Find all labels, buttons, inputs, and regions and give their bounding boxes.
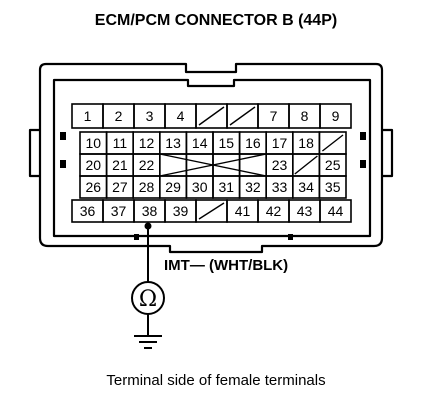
diagram-caption: Terminal side of female terminals [106, 372, 326, 389]
lock-tab [360, 132, 366, 140]
pin-label-30: 30 [192, 179, 208, 195]
pin-label-33: 33 [272, 179, 288, 195]
pin-label-39: 39 [173, 203, 189, 219]
pin-label-31: 31 [219, 179, 235, 195]
pin-label-32: 32 [245, 179, 261, 195]
unused-cavity-mark [159, 153, 267, 177]
pin-label-37: 37 [111, 203, 127, 219]
ohm-symbol: Ω [139, 287, 157, 312]
pin-label-11: 11 [113, 135, 128, 151]
pin-label-17: 17 [272, 135, 288, 151]
unused-cavity-mark [294, 155, 318, 175]
unused-cavity-mark [229, 106, 256, 126]
pin-label-10: 10 [86, 135, 102, 151]
unused-cavity-mark [321, 134, 344, 152]
wire-label: IMT— (WHT/BLK) [164, 257, 288, 274]
pin-label-18: 18 [298, 135, 314, 151]
cavity-empty [212, 153, 241, 177]
pin-label-35: 35 [325, 179, 341, 195]
pin-label-34: 34 [298, 179, 314, 195]
pin-label-21: 21 [112, 157, 128, 173]
pin-label-26: 26 [86, 179, 102, 195]
pin-label-7: 7 [270, 108, 278, 124]
cavity-35 [318, 175, 347, 199]
pin-label-43: 43 [297, 203, 313, 219]
pin-label-8: 8 [301, 108, 309, 124]
pin-label-41: 41 [235, 203, 251, 219]
connector-inner-outline [52, 78, 372, 238]
pin-label-4: 4 [177, 108, 185, 124]
pin-label-23: 23 [272, 157, 288, 173]
unused-cavity-mark [198, 202, 225, 220]
pin-label-9: 9 [332, 108, 340, 124]
pin-label-14: 14 [192, 135, 208, 151]
lock-tab [288, 234, 293, 240]
cavity-empty [185, 153, 214, 177]
pin-label-44: 44 [328, 203, 344, 219]
pin-label-12: 12 [139, 135, 155, 151]
pin-label-13: 13 [165, 135, 181, 151]
lock-tab [360, 160, 366, 168]
cavity-44 [319, 199, 352, 223]
pin-label-16: 16 [245, 135, 261, 151]
pin-label-15: 15 [219, 135, 235, 151]
pin-label-3: 3 [146, 108, 154, 124]
diagram-title: ECM/PCM CONNECTOR B (44P) [94, 12, 338, 29]
pin-label-38: 38 [142, 203, 158, 219]
lock-tab [134, 234, 139, 240]
leader-dash: — [189, 257, 205, 274]
lock-tab [60, 132, 66, 140]
pin-label-36: 36 [80, 203, 96, 219]
pin-label-22: 22 [139, 157, 155, 173]
lock-tab [60, 160, 66, 168]
wire-color: (WHT/BLK) [209, 257, 289, 274]
pin-label-29: 29 [165, 179, 181, 195]
unused-cavity-mark [198, 106, 225, 126]
pin-label-42: 42 [266, 203, 282, 219]
pin-label-1: 1 [84, 108, 92, 124]
pin-label-28: 28 [139, 179, 155, 195]
probe-contact [144, 222, 152, 230]
cavity-9 [319, 103, 352, 129]
pin-label-2: 2 [115, 108, 123, 124]
pin-label-25: 25 [325, 157, 341, 173]
signal-name: IMT [164, 257, 190, 274]
pin-label-27: 27 [112, 179, 128, 195]
connector-housing-outline [38, 62, 384, 254]
pin-label-20: 20 [86, 157, 102, 173]
